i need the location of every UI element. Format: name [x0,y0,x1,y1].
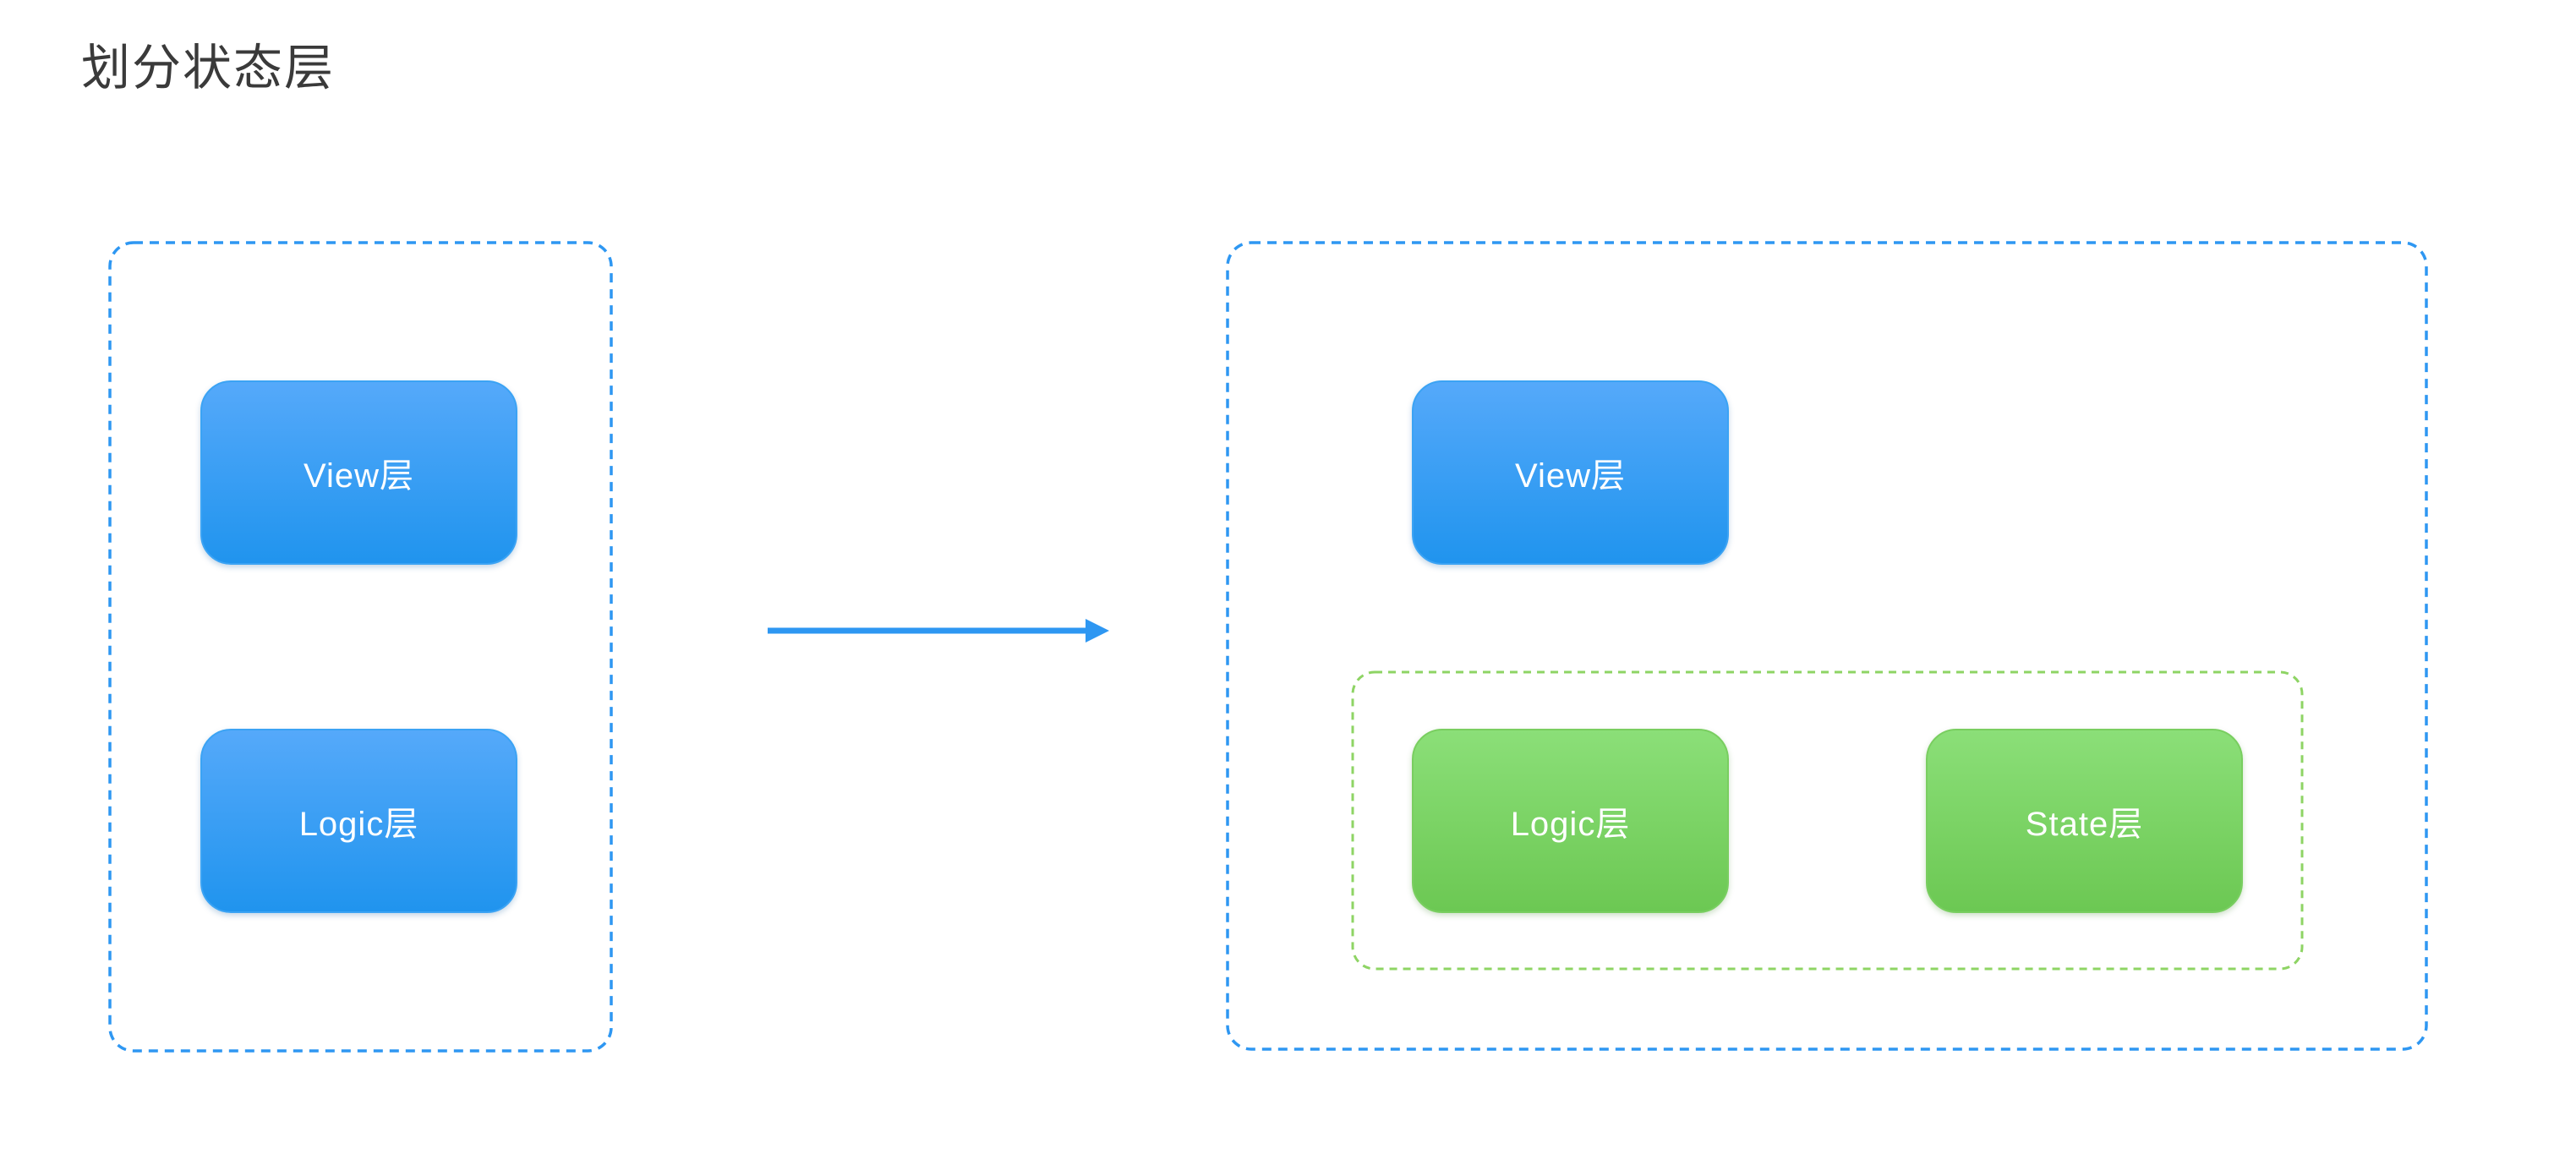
after-group-container [1226,241,2428,1051]
before-view-layer-node: View层 [200,380,517,565]
before-view-layer-label: View层 [304,457,414,495]
before-group-dashed-border [108,241,613,1053]
transform-arrow [761,614,1116,648]
after-group-dashed-border [1226,241,2428,1051]
after-logic-layer-label: Logic层 [1510,806,1631,843]
before-logic-layer-node: Logic层 [200,729,517,913]
after-state-layer-label: State层 [2025,806,2144,843]
after-view-layer-label: View层 [1515,457,1626,495]
before-group-container [108,241,613,1053]
after-view-layer-node: View层 [1412,380,1729,565]
state-layer-group-container [1351,670,2304,971]
after-state-layer-node: State层 [1926,729,2243,913]
state-layer-group-dashed-border [1351,670,2304,971]
before-logic-layer-label: Logic层 [298,806,419,843]
after-logic-layer-node: Logic层 [1412,729,1729,913]
page-title: 划分状态层 [81,41,336,96]
right-arrow-icon [768,619,1109,643]
